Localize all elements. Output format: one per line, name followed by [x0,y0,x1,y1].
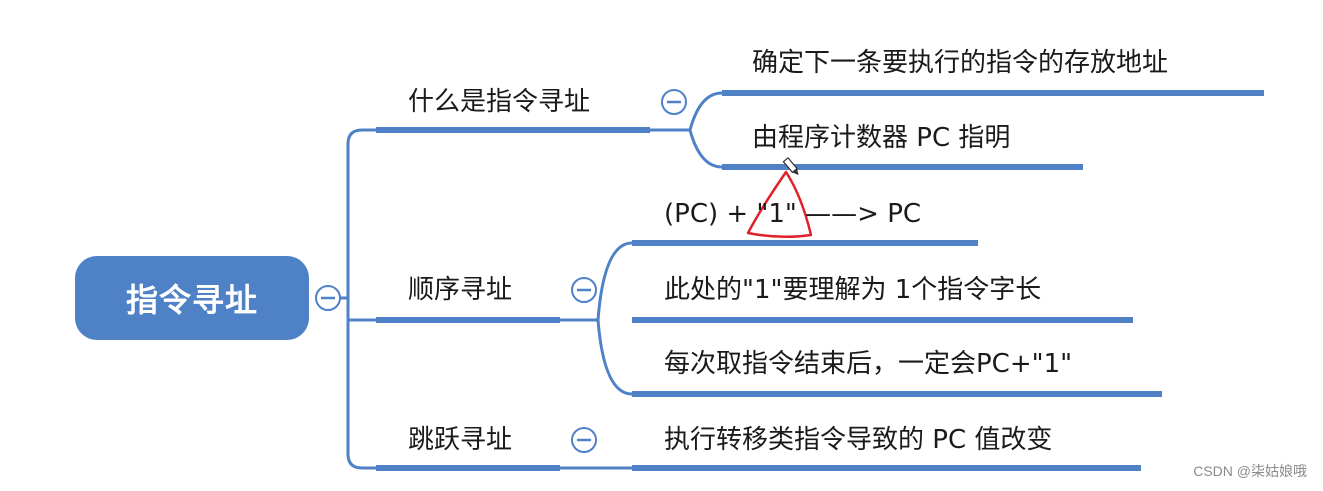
connector-b1-c1 [688,91,723,131]
connector-root-branch-3 [346,298,376,470]
leaf-label-b2-c1[interactable]: (PC) + "1" ——> PC [664,199,922,229]
leaf-label-b1-c2[interactable]: 由程序计数器 PC 指明 [752,123,1011,153]
collapse-button-root[interactable] [315,285,341,311]
connector-b1-c2 [688,129,723,169]
collapse-button-branch-3[interactable] [571,427,597,453]
connector-lines [340,91,723,470]
branch-label-what-is[interactable]: 什么是指令寻址 [408,87,591,117]
connector-b2-c3 [596,319,633,396]
underlines [376,90,1264,471]
connector-root-branch-1 [346,128,376,298]
connector-b2-c1 [596,241,633,321]
watermark: CSDN @柒姑娘哦 [1193,463,1307,479]
pencil-cursor-icon [782,156,799,176]
connector-root-branch-2 [346,298,376,322]
branch-label-sequential[interactable]: 顺序寻址 [408,275,513,305]
root-node-label: 指令寻址 [125,281,258,319]
leaf-label-b2-c3[interactable]: 每次取指令结束后，一定会PC+"1" [664,349,1073,379]
root-node[interactable] [75,256,309,340]
collapse-button-branch-1[interactable] [661,89,687,115]
leaf-label-b3-c1[interactable]: 执行转移类指令导致的 PC 值改变 [664,425,1053,455]
branch-label-jump[interactable]: 跳跃寻址 [408,425,513,455]
red-triangle-annotation [746,170,813,238]
leaf-label-b1-c1[interactable]: 确定下一条要执行的指令的存放地址 [752,48,1169,78]
leaf-label-b2-c2[interactable]: 此处的"1"要理解为 1个指令字长 [664,275,1042,305]
collapse-button-branch-2[interactable] [571,277,597,303]
